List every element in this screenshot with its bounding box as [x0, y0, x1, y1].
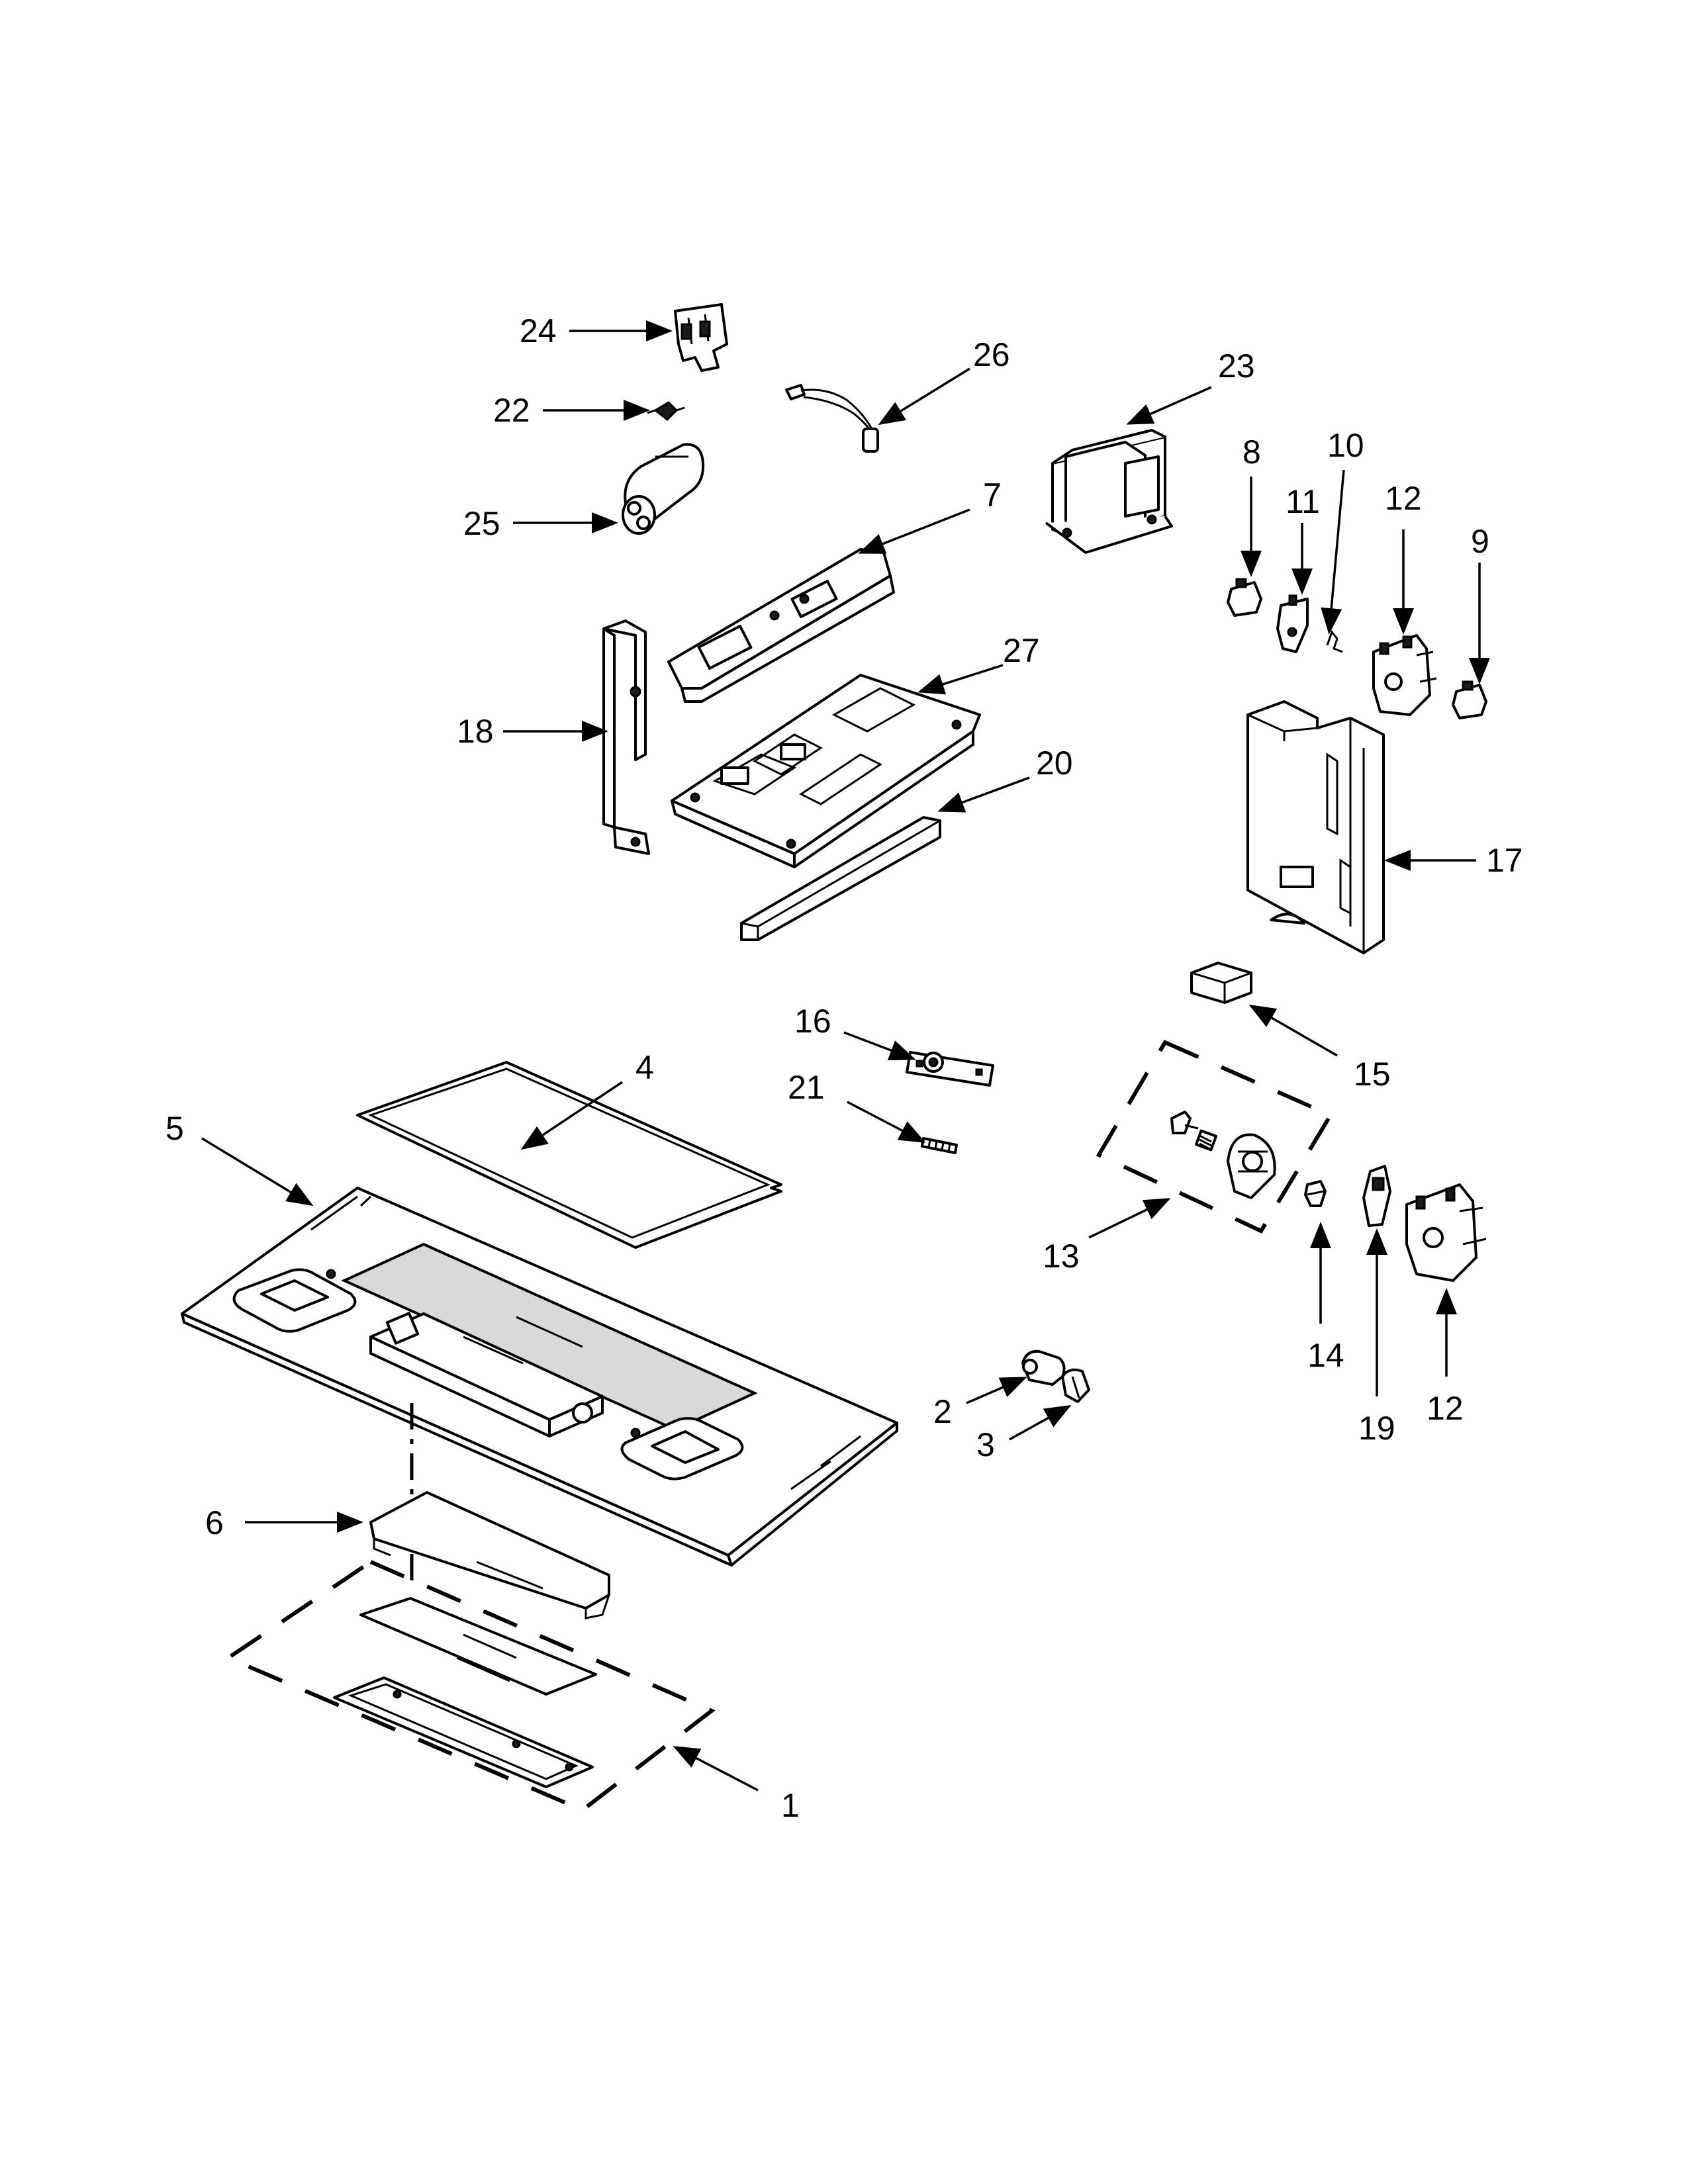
callout-26: 26 — [973, 336, 1010, 373]
leader-lines — [201, 320, 1490, 1792]
callout-9: 9 — [1471, 523, 1489, 560]
callout-25: 25 — [463, 505, 500, 542]
part-27-chassis-plate — [671, 674, 981, 868]
part-18-vertical-bracket — [602, 619, 650, 855]
callout-7: 7 — [983, 477, 1002, 514]
part-24-bracket — [674, 303, 728, 372]
part-1-filter-assembly — [224, 1559, 716, 1813]
part-12-latch-upper — [1372, 634, 1437, 716]
part-9-switch — [1452, 680, 1487, 719]
part-21-spring-pin — [921, 1137, 958, 1154]
callout-8: 8 — [1243, 433, 1261, 471]
callout-24: 24 — [520, 312, 557, 349]
callout-22: 22 — [493, 392, 530, 429]
part-15-block — [1190, 962, 1252, 1004]
callout-12-lower: 12 — [1427, 1390, 1464, 1427]
part-8-switch — [1227, 578, 1262, 617]
callout-15: 15 — [1354, 1056, 1391, 1093]
part-4-glass-panel — [356, 1061, 782, 1249]
part-11-actuator — [1276, 594, 1309, 653]
callout-17: 17 — [1486, 842, 1523, 879]
callout-27: 27 — [1003, 632, 1040, 669]
part-7-control-bracket — [667, 548, 895, 703]
part-22-clip — [647, 401, 685, 421]
part-26-wire-harness — [785, 384, 879, 453]
part-5-base-plate — [181, 1187, 898, 1567]
callout-3: 3 — [976, 1426, 995, 1463]
part-13-motor-assembly — [1096, 1040, 1334, 1234]
callout-16: 16 — [794, 1003, 831, 1040]
part-16-plate — [906, 1051, 994, 1087]
part-19-thermostat — [1362, 1165, 1391, 1227]
part-14-fuse — [1304, 1180, 1327, 1207]
callout-13: 13 — [1043, 1238, 1080, 1275]
callout-5: 5 — [165, 1110, 184, 1147]
callout-14: 14 — [1307, 1337, 1344, 1374]
part-12-latch-lower — [1405, 1183, 1487, 1282]
callout-6: 6 — [205, 1504, 224, 1541]
callout-2: 2 — [933, 1393, 952, 1430]
part-25-capacitor — [622, 443, 705, 535]
part-6-cover — [369, 1491, 610, 1619]
callout-10: 10 — [1327, 427, 1364, 464]
callout-20: 20 — [1036, 745, 1073, 782]
part-2-connector — [1021, 1349, 1066, 1386]
part-20-bar — [740, 816, 941, 941]
part-3-motor — [1061, 1368, 1090, 1403]
callout-11: 11 — [1286, 483, 1320, 520]
callout-21: 21 — [788, 1069, 825, 1106]
callout-19: 19 — [1358, 1410, 1395, 1447]
callout-4: 4 — [635, 1049, 654, 1086]
callout-18: 18 — [457, 713, 494, 750]
callout-23: 23 — [1218, 347, 1255, 385]
callout-labels: 24 22 25 26 23 7 27 20 18 8 11 10 12 9 1… — [165, 312, 1523, 1824]
callout-1: 1 — [781, 1787, 800, 1824]
part-23-transformer — [1045, 429, 1173, 554]
part-10-spring — [1326, 629, 1343, 653]
part-17-side-housing — [1246, 700, 1385, 954]
callout-12-upper: 12 — [1385, 480, 1422, 517]
